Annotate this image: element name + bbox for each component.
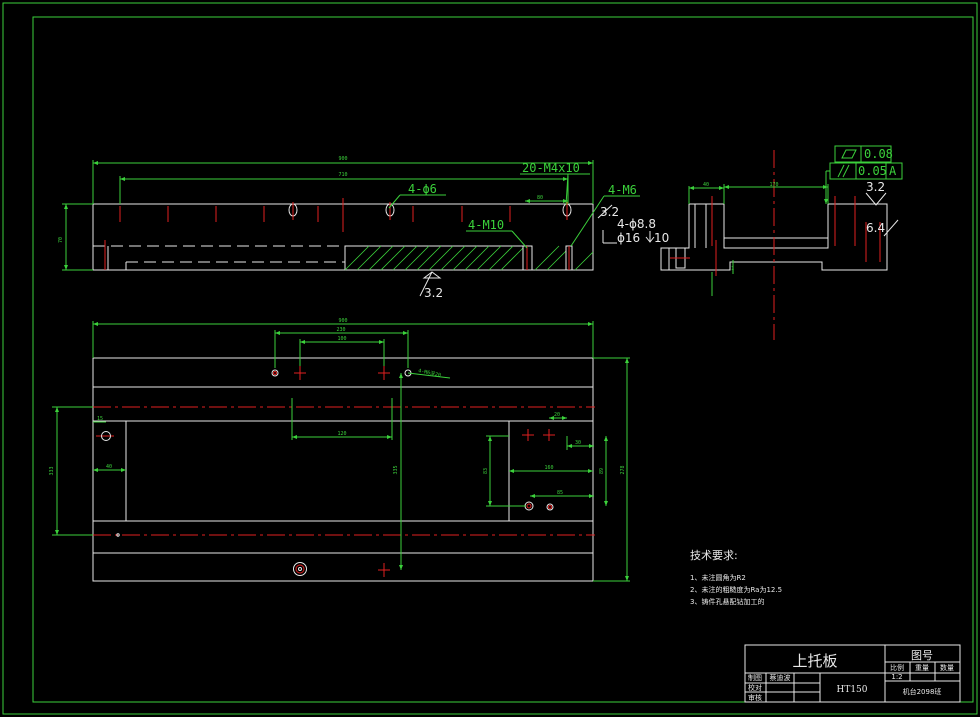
drawn-name: 蔡迪波 [770, 673, 791, 682]
gdt-parallel-value: 0.05 [858, 164, 887, 178]
dim-top-slot: 80 [537, 195, 543, 201]
weight-label: 重量 [915, 664, 929, 672]
front-section-hatch [344, 245, 524, 271]
gdt-flatness-frame: 0.08 [834, 145, 893, 163]
front-centre-marks [104, 198, 511, 270]
dim-side-c: 1 [731, 266, 734, 272]
roughness-symbol-3-2-front: 3.2 [419, 271, 443, 300]
front-view: 900 710 70 80 20-M4x10 4-ϕ6 4-M10 4-M6 3… [58, 156, 669, 300]
notes-title: 技术要求: [690, 549, 738, 562]
scale-label: 比例 [890, 663, 904, 672]
company: 机台2098班 [903, 687, 942, 696]
front-hole-symbols [288, 202, 572, 220]
dim-plan-40: 40 [106, 464, 112, 470]
cbore-depth: 10 [654, 231, 669, 245]
dim-plan-small: 100 [337, 336, 346, 342]
dim-plan-15: 15 [97, 416, 103, 422]
title-block: 上托板 图号 比例 重量 数量 1:2 HT150 制图 蔡迪波 校对 审核 机… [744, 644, 961, 703]
drawn-label: 制图 [748, 673, 762, 682]
dim-plan-85: 85 [557, 490, 563, 496]
gdt-parallel-frame: 0.05 A [824, 162, 903, 204]
dim-plan-right-h1: 83 [483, 468, 489, 474]
roughness-3-2-sideview: 3.2 [865, 180, 887, 206]
roughness-6-4-label: 6.4 [866, 221, 885, 235]
note-item-1: 1、未注圆角为R2 [690, 573, 746, 582]
dim-top-left-height: 70 [58, 237, 64, 243]
dim-plan-height: 278 [620, 465, 626, 474]
dim-top-inner: 710 [338, 172, 347, 178]
dim-top-total: 900 [338, 156, 347, 162]
hatch-lines [344, 245, 594, 271]
roughness-symbol-3-2-side: 3.2 [597, 204, 619, 219]
dim-side-a: 40 [703, 182, 709, 188]
roughness-3-2-sideview-label: 3.2 [866, 180, 885, 194]
callout-4-m6: 4-M6 [608, 183, 637, 197]
roughness-3-2-front-label: 3.2 [424, 286, 443, 300]
dim-plan-right-h2: 89 [599, 468, 605, 474]
plan-hole-5 [546, 503, 554, 511]
drawing-no-label: 图号 [911, 649, 933, 662]
side-view: 40 170 1 0.08 0.05 A 3.2 [660, 145, 903, 340]
dim-plan-inner: 230 [336, 327, 345, 333]
dim-plan-30: 30 [575, 440, 581, 446]
approved-label: 审核 [748, 693, 762, 702]
callout-20-m4x10: 20-M4x10 [522, 161, 580, 175]
dim-plan-vert: 335 [393, 465, 399, 474]
checked-label: 校对 [748, 683, 762, 692]
scale-value: 1:2 [891, 673, 902, 681]
plan-view: 900 230 100 120 333 278 335 83 160 89 30 [49, 318, 630, 582]
callout-4-m10: 4-M10 [468, 218, 504, 232]
part-name: 上托板 [792, 652, 837, 670]
plan-hole-4 [524, 501, 534, 511]
dim-plan-right-w: 160 [544, 465, 553, 471]
dim-plan-20: 20 [554, 412, 560, 418]
qty-label: 数量 [940, 663, 954, 672]
cbore-diameter: ϕ16 [617, 231, 640, 245]
note-item-2: 2、未注的粗糙度为Ra为12.5 [690, 585, 782, 594]
dim-plan-left-h: 333 [49, 466, 55, 475]
gdt-datum-label: A [889, 164, 897, 178]
roughness-6-4: 6.4 [866, 219, 899, 237]
roughness-3-2-side-label: 3.2 [600, 205, 619, 219]
note-item-3: 3、铸件孔悬配钻加工的 [690, 597, 764, 606]
cbore-holes: 4-ϕ8.8 [617, 217, 656, 231]
plan-hole-3 [101, 431, 111, 441]
technical-notes: 技术要求: 1、未注圆角为R2 2、未注的粗糙度为Ra为12.5 3、铸件孔悬配… [690, 549, 782, 606]
dim-side-b: 170 [769, 182, 778, 188]
gdt-flatness-value: 0.08 [864, 147, 893, 161]
plan-hole-1 [271, 369, 279, 377]
callout-4-phi6: 4-ϕ6 [408, 182, 437, 196]
dim-plan-mid: 120 [337, 431, 346, 437]
plan-hole-note: 4-M6深20 [418, 367, 442, 379]
counterbore-callout: 4-ϕ8.8 ϕ16 10 [602, 217, 669, 245]
material: HT150 [836, 685, 867, 695]
dim-plan-total: 900 [338, 318, 347, 324]
plan-hole-counterbore [293, 562, 307, 576]
